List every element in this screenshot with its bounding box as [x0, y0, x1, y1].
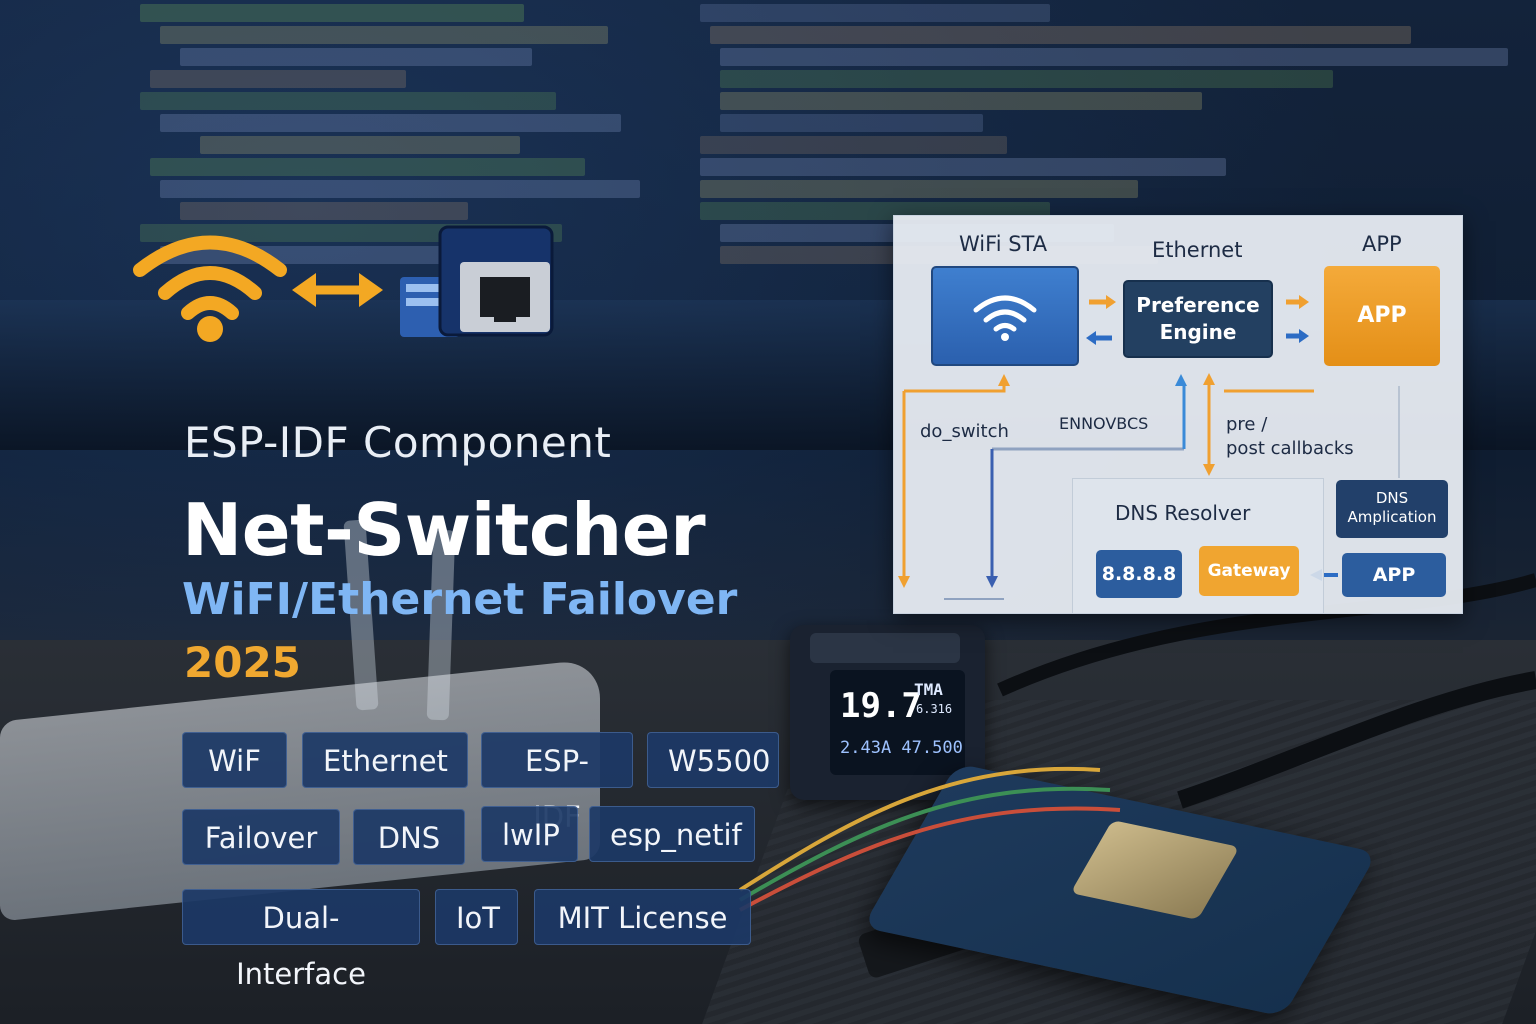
- tag-esp-netif: esp_netif: [589, 806, 755, 862]
- component-subtitle: ESP-IDF Component: [184, 418, 612, 467]
- meter-main-value: 19.7: [840, 686, 922, 726]
- tag-w5500: W5500: [647, 732, 779, 788]
- meter-label-plate: [810, 633, 960, 663]
- callbacks-line1: pre /: [1226, 414, 1268, 435]
- tag-iot: IoT: [435, 889, 518, 945]
- do-switch-label: do_switch: [920, 421, 1009, 442]
- ethernet-label: Ethernet: [1152, 238, 1243, 262]
- app-box: APP: [1324, 266, 1440, 366]
- wifi-icon: [973, 295, 1037, 341]
- tag-esp-idf: ESP-IDF: [481, 732, 633, 834]
- dns-resolver-label: DNS Resolver: [1115, 501, 1251, 525]
- callbacks-line2: post callbacks: [1226, 438, 1354, 459]
- meter-sub-value: 6.316: [916, 702, 953, 716]
- tag-failover: Failover: [182, 809, 340, 865]
- app-bottom-box: APP: [1342, 553, 1446, 597]
- ennov-label: ENNOVBCS: [1059, 414, 1149, 433]
- meter-unit: TMA: [914, 680, 943, 699]
- dns-ip-box: 8.8.8.8: [1096, 550, 1182, 598]
- tag-dns: DNS: [353, 809, 465, 865]
- meter-screen: 19.7 TMA 6.316 2.43A 47.500: [830, 670, 965, 775]
- diagram-connectors: [898, 295, 1400, 600]
- tag-dual-interface: Dual-Interface: [182, 889, 420, 991]
- tagline: WiFI/Ethernet Failover: [182, 574, 738, 625]
- ethernet-port-icon: [400, 225, 554, 337]
- code-backdrop-right: [660, 0, 1536, 300]
- app-label-top: APP: [1362, 232, 1402, 256]
- wifi-icon: [133, 235, 287, 342]
- tag-ethernet: Ethernet: [302, 732, 468, 788]
- wifi-sta-box: [931, 266, 1079, 366]
- year-label: 2025: [184, 638, 301, 687]
- architecture-diagram: WiFi STA Ethernet APP Preference Engine …: [893, 215, 1463, 614]
- dns-amplication-box: DNS Amplication: [1336, 480, 1448, 538]
- preference-line2: Engine: [1159, 320, 1237, 344]
- meter-row: 2.43A 47.500: [840, 738, 963, 758]
- tag-lwip: lwIP: [481, 806, 578, 862]
- gateway-box: Gateway: [1199, 546, 1299, 596]
- preference-line1: Preference: [1136, 293, 1260, 317]
- tag-wifi: WiF: [182, 732, 287, 788]
- dns-amp-line1: DNS: [1375, 489, 1409, 507]
- page-title: Net-Switcher: [182, 488, 706, 572]
- swap-arrow-icon: [292, 273, 383, 307]
- tag-mit-license: MIT License: [534, 889, 751, 945]
- wifi-sta-label: WiFi STA: [959, 232, 1048, 256]
- dns-amp-line2: Amplication: [1347, 508, 1437, 526]
- preference-engine-box: Preference Engine: [1123, 280, 1273, 358]
